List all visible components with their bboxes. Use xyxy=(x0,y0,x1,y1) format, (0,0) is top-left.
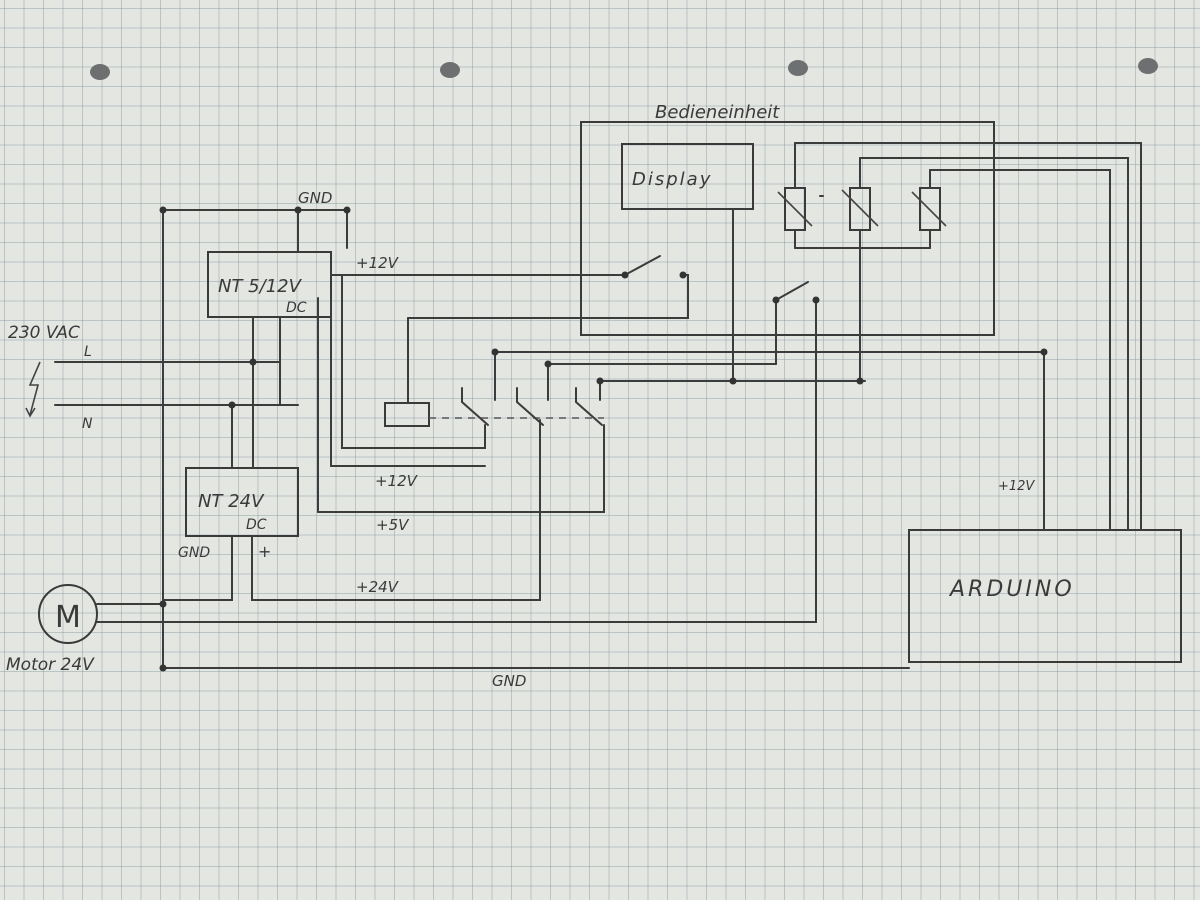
arduino-12v-label: +12V xyxy=(998,479,1035,494)
binder-holes xyxy=(90,58,1158,80)
mains-l-label: L xyxy=(84,344,92,360)
relay-contact-blade-3 xyxy=(575,387,603,426)
v12-mid-label: +12V xyxy=(375,472,419,490)
psu24-plus-24v xyxy=(251,419,541,601)
potentiometer-3 xyxy=(919,187,941,231)
relay-rail-1 xyxy=(494,351,1045,531)
psu-24v-plus-label: + xyxy=(258,542,271,561)
v24-label: +24V xyxy=(356,578,400,596)
junction-dot xyxy=(1040,348,1048,356)
psu24-gnd xyxy=(162,535,233,601)
junction-dot xyxy=(596,377,604,385)
operating-unit-box xyxy=(580,121,995,336)
junction-dot xyxy=(159,206,167,214)
potentiometer-1 xyxy=(784,187,806,231)
binder-hole xyxy=(1138,58,1158,74)
junction-dot xyxy=(249,358,257,366)
psu-24v-label: NT 24V xyxy=(198,491,265,512)
junction-dots xyxy=(159,206,1048,672)
motor-symbol xyxy=(38,584,98,644)
binder-hole xyxy=(440,62,460,78)
pot-bus-top xyxy=(794,142,1142,531)
junction-dot xyxy=(812,296,820,304)
mains-label: 230 VAC xyxy=(8,323,80,343)
display-switch-blade xyxy=(624,255,661,276)
psu-24v-box xyxy=(185,467,299,537)
psu-24v-dc-label: DC xyxy=(246,517,267,533)
junction-dot xyxy=(228,401,236,409)
junction-dot xyxy=(772,296,780,304)
gnd-bottom-label: GND xyxy=(492,672,526,690)
junction-dot xyxy=(491,348,499,356)
psu-24v-gnd-label: GND xyxy=(178,545,210,561)
motor-symbol-label: M xyxy=(55,600,81,635)
v12-top-label: +12V xyxy=(356,254,400,272)
motor-return xyxy=(96,299,817,623)
switches xyxy=(429,255,809,426)
v5-line xyxy=(317,424,605,513)
v12-drop xyxy=(341,274,486,449)
display-switch-out xyxy=(580,274,689,319)
junction-dot xyxy=(679,271,687,279)
junction-dot xyxy=(729,377,737,385)
potentiometer-1-arrow xyxy=(777,191,813,227)
switch-2-blade xyxy=(775,281,809,301)
arduino-label: ARDUINO xyxy=(948,577,1075,602)
operating-unit-label: Bedieneinheit xyxy=(655,102,780,123)
potentiometers xyxy=(777,187,947,231)
junction-dot xyxy=(294,206,302,214)
binder-hole xyxy=(90,64,110,80)
junction-dot xyxy=(343,206,351,214)
psu-5-12v-label: NT 5/12V xyxy=(218,276,303,297)
gnd-top-label: GND xyxy=(298,189,332,207)
display-label: Display xyxy=(632,169,712,190)
motor-label: Motor 24V xyxy=(6,655,95,675)
potentiometer-3-arrow xyxy=(911,191,947,227)
v5-label: +5V xyxy=(376,516,410,534)
display-box xyxy=(621,143,754,210)
junction-dot xyxy=(856,377,864,385)
psu-5-12v-box xyxy=(207,251,332,318)
relay-contact-blade-2 xyxy=(516,387,544,426)
pot3-line xyxy=(929,169,1111,531)
junction-dot xyxy=(159,664,167,672)
relay-coil xyxy=(384,402,430,427)
junction-dot xyxy=(544,360,552,368)
potentiometer-2-arrow xyxy=(841,189,879,227)
pot2-line xyxy=(859,157,1129,531)
mains-lightning-icon xyxy=(25,361,41,418)
junction-dot xyxy=(621,271,629,279)
binder-hole xyxy=(788,60,808,76)
junction-dot xyxy=(159,600,167,608)
psu-5-12v-dc-label: DC xyxy=(286,300,307,316)
relay-contact-blade-1 xyxy=(461,387,489,426)
potentiometer-2 xyxy=(849,187,871,231)
mains-n-label: N xyxy=(82,416,93,432)
